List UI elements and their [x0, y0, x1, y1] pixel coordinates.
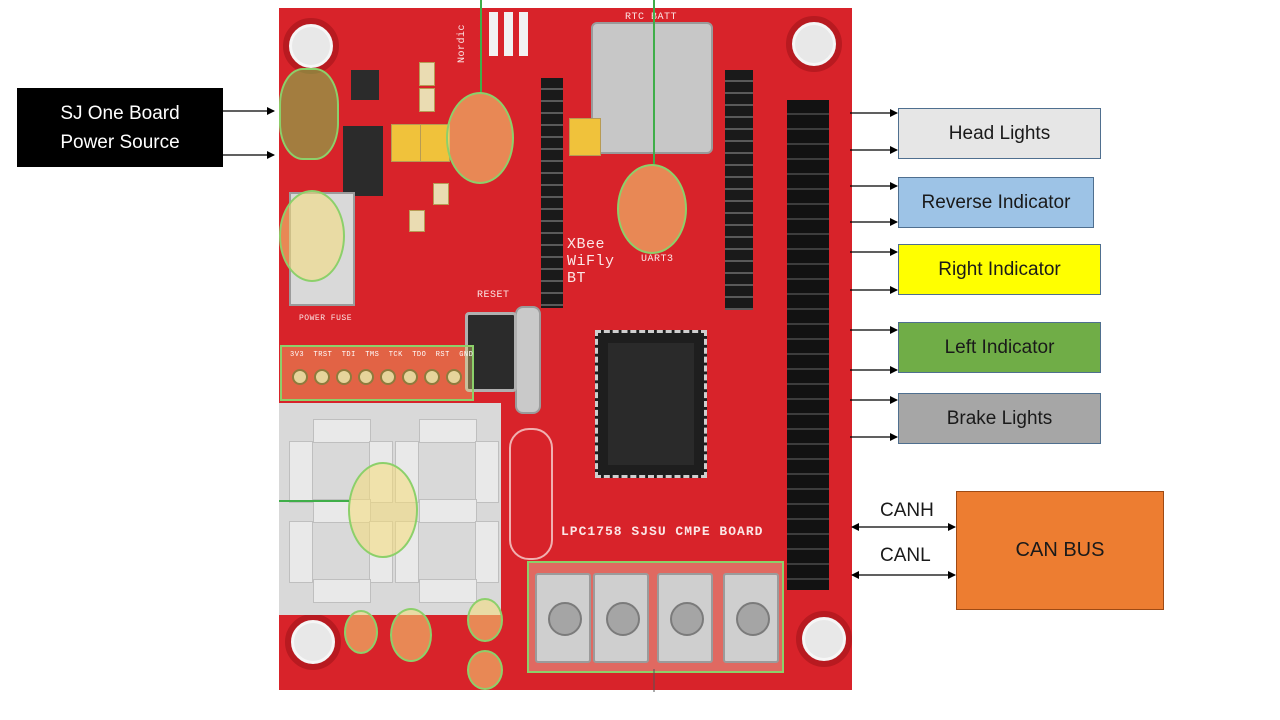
antenna-stripe	[519, 12, 528, 56]
io-header	[787, 100, 829, 590]
rtc-label: RTC BATT	[625, 12, 678, 23]
sensor-highlight	[467, 650, 503, 690]
push-button-1	[593, 573, 649, 663]
capacitor	[420, 124, 450, 162]
power-fuse-label: POWER FUSE	[299, 314, 353, 323]
sensor-highlight	[390, 608, 432, 662]
mounting-slot	[509, 428, 553, 560]
nordic-module-highlight	[446, 92, 514, 184]
usb-highlight	[279, 190, 345, 282]
mounting-hole	[283, 18, 339, 74]
rtc-battery-holder	[591, 22, 713, 154]
power-terminal-highlight	[279, 68, 339, 160]
resistor	[409, 210, 425, 232]
mounting-hole	[786, 16, 842, 72]
mounting-hole	[285, 614, 341, 670]
xbee-label: XBee WiFly BT	[567, 236, 615, 287]
resistor	[419, 88, 435, 112]
resistor	[433, 183, 449, 205]
jtag-pin	[292, 369, 308, 385]
jtag-pin	[314, 369, 330, 385]
right-indicator-box: Right Indicator	[898, 244, 1101, 295]
sensor-highlight	[344, 610, 378, 654]
jtag-pin	[380, 369, 396, 385]
mounting-hole	[796, 611, 852, 667]
xbee-header-right	[725, 70, 753, 310]
left-indicator-box: Left Indicator	[898, 322, 1101, 373]
regulator	[351, 70, 379, 100]
capacitor	[391, 124, 421, 162]
canh-label: CANH	[880, 500, 934, 521]
resistor	[419, 62, 435, 86]
uart3-label: UART3	[641, 254, 674, 265]
xbee-header-left	[541, 78, 563, 308]
nordic-label: Nordic	[457, 23, 468, 63]
reset-label: RESET	[477, 290, 510, 301]
reverse-indicator-box: Reverse Indicator	[898, 177, 1094, 228]
lpc1758-mcu	[595, 330, 707, 478]
rtc-highlight	[617, 164, 687, 254]
sensor-highlight	[467, 598, 503, 642]
jtag-header-highlight: 3V3 TRST TDI TMS TCK TDO RST GND	[280, 345, 474, 401]
jtag-pin	[402, 369, 418, 385]
jtag-pin	[446, 369, 462, 385]
brake-lights-box: Brake Lights	[898, 393, 1101, 444]
canl-label: CANL	[880, 545, 931, 566]
power-source-box: SJ One Board Power Source	[17, 88, 223, 167]
capacitor	[569, 118, 601, 156]
push-button-3	[723, 573, 779, 663]
switch-panel-highlight	[527, 561, 784, 673]
jtag-pin	[424, 369, 440, 385]
display-highlight	[348, 462, 418, 558]
jtag-pin-labels: 3V3 TRST TDI TMS TCK TDO RST GND	[290, 351, 474, 359]
board-name: LPC1758 SJSU CMPE BOARD	[561, 524, 764, 539]
can-bus-box: CAN BUS	[956, 491, 1164, 610]
head-lights-box: Head Lights	[898, 108, 1101, 159]
push-button-0	[535, 573, 591, 663]
push-button-2	[657, 573, 713, 663]
jtag-pin	[336, 369, 352, 385]
crystal	[515, 306, 541, 414]
jtag-pin	[358, 369, 374, 385]
antenna-stripe	[504, 12, 513, 56]
antenna-stripe	[489, 12, 498, 56]
voltage-regulator	[343, 126, 383, 196]
